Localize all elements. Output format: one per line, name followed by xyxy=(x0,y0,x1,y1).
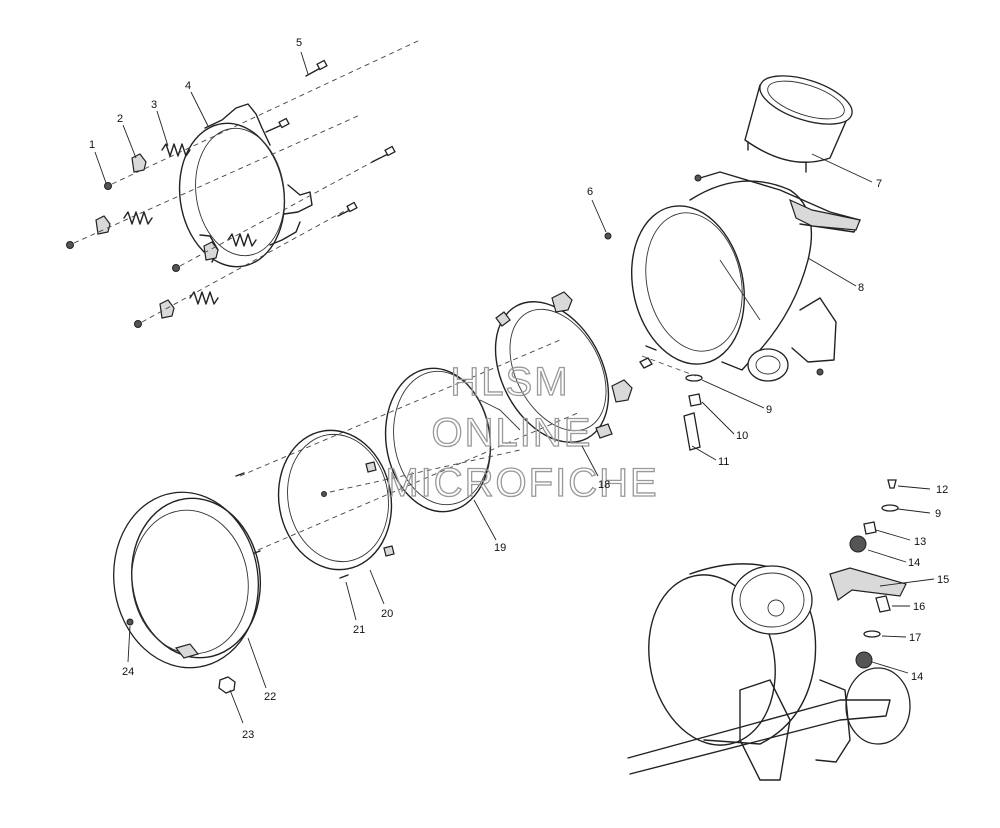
callout-8: 8 xyxy=(858,282,864,294)
headlight-housing xyxy=(604,171,861,451)
callout-1: 1 xyxy=(89,139,95,151)
callout-18: 18 xyxy=(598,479,610,491)
assembled-headlight xyxy=(627,479,911,781)
callout-17: 17 xyxy=(909,632,921,644)
retaining-ring xyxy=(235,429,395,579)
callout-9-upper: 9 xyxy=(766,404,772,416)
callout-24: 24 xyxy=(122,666,134,678)
leader-lines xyxy=(94,51,935,724)
headlight-rim xyxy=(113,491,262,694)
watermark-line-1: HLSM xyxy=(450,360,569,404)
callout-20: 20 xyxy=(381,608,393,620)
callout-5: 5 xyxy=(296,37,302,49)
callout-21: 21 xyxy=(353,624,365,636)
callout-numbers: 1 2 3 4 5 6 7 8 9 10 11 12 9 13 14 15 16… xyxy=(89,37,949,741)
callout-3: 3 xyxy=(151,99,157,111)
callout-19: 19 xyxy=(494,542,506,554)
callout-16: 16 xyxy=(913,601,925,613)
callout-14-lower: 14 xyxy=(911,671,923,683)
callout-23: 23 xyxy=(242,729,254,741)
watermark-line-2: ONLINE xyxy=(432,411,593,455)
callout-11: 11 xyxy=(718,456,729,468)
watermark: HLSM ONLINE MICROFICHE xyxy=(385,359,658,505)
callout-13: 13 xyxy=(914,536,926,548)
callout-2: 2 xyxy=(117,113,123,125)
watermark-line-3: MICROFICHE xyxy=(385,461,658,505)
callout-9-lower: 9 xyxy=(935,508,941,520)
mounting-ring-assembly xyxy=(66,39,421,328)
callout-7: 7 xyxy=(876,178,882,190)
speedometer-gauge xyxy=(744,75,853,173)
callout-12: 12 xyxy=(936,484,948,496)
sealed-beam-lamp xyxy=(239,339,581,551)
callout-22: 22 xyxy=(264,691,276,703)
callout-10: 10 xyxy=(736,430,748,442)
callout-4: 4 xyxy=(185,80,191,92)
callout-6: 6 xyxy=(587,186,593,198)
callout-14-upper: 14 xyxy=(908,557,920,569)
headlight-bracket xyxy=(494,291,657,443)
callout-15: 15 xyxy=(937,574,949,586)
